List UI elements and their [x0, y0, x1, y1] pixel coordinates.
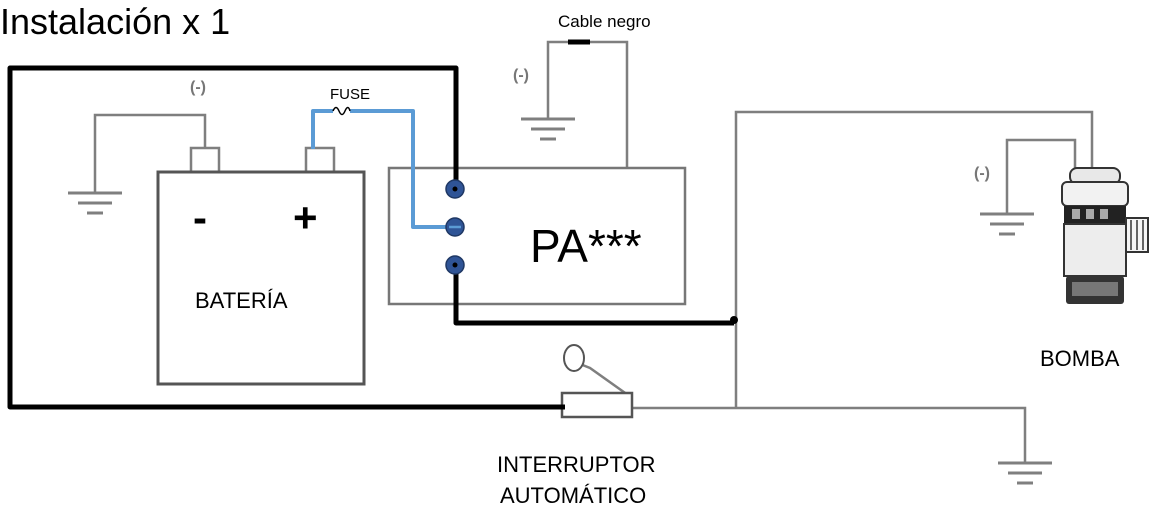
device-label: PA***: [530, 220, 642, 272]
switch-label-line2: AUTOMÁTICO: [500, 483, 646, 508]
ground-symbol-pump: [980, 212, 1034, 236]
black-cable-label: Cable negro: [558, 12, 651, 31]
fuse-icon: [332, 106, 351, 116]
battery: - + BATERÍA: [156, 146, 366, 386]
ground-label-pump: (-): [974, 165, 990, 182]
pump-label: BOMBA: [1040, 346, 1120, 371]
ground-label-battery: (-): [190, 79, 206, 96]
ground-symbol-device: [521, 117, 575, 141]
device-body: [387, 166, 687, 306]
battery-plus-sign: +: [293, 194, 318, 241]
device-pa: PA***: [387, 166, 687, 306]
battery-label: BATERÍA: [195, 288, 288, 313]
fuse-label: FUSE: [330, 86, 370, 103]
battery-minus-sign: -: [193, 194, 207, 241]
gray-wiring: [93, 40, 1094, 462]
device-terminals: [445, 179, 465, 275]
fuse-wire: [311, 109, 449, 229]
black-wiring: [7, 65, 734, 410]
float-switch-icon: [560, 344, 634, 419]
switch-label-line1: INTERRUPTOR: [497, 452, 656, 477]
pump-icon: [1061, 167, 1149, 304]
ground-symbol-battery: [68, 191, 122, 215]
battery-negative-terminal: [189, 146, 221, 174]
diagram-title: Instalación x 1: [0, 1, 230, 42]
ground-symbol-bottom: [998, 461, 1052, 485]
junction-dot: [730, 316, 738, 324]
battery-positive-terminal: [304, 146, 336, 174]
battery-body: [156, 170, 366, 386]
ground-label-device: (-): [513, 67, 529, 84]
